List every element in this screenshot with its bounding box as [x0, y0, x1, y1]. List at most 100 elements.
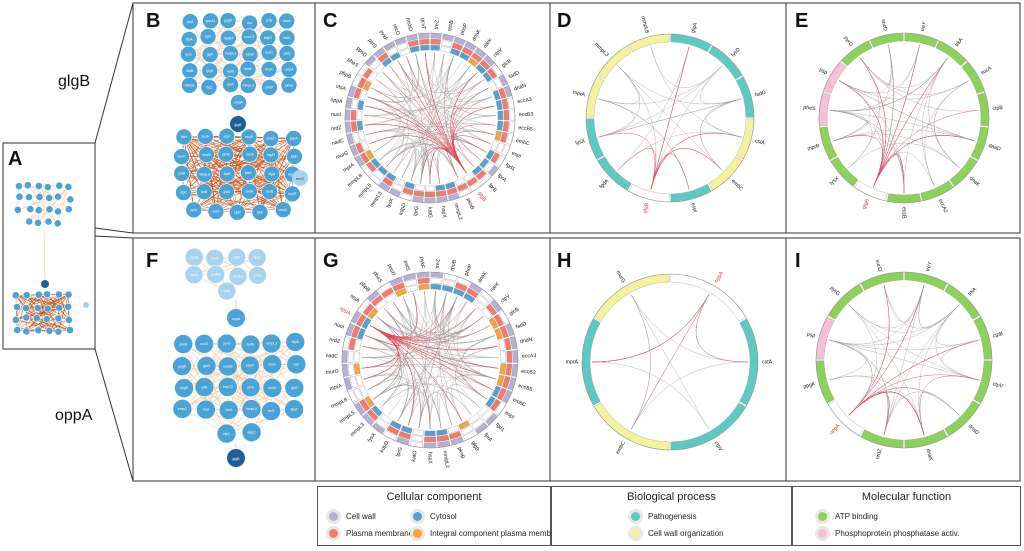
chord-label: nadC — [331, 138, 345, 147]
network-node — [64, 302, 73, 311]
network-node — [197, 128, 214, 145]
network-node — [25, 217, 34, 226]
chord-label: phoP — [464, 263, 474, 277]
network-node — [180, 45, 197, 63]
chord-link — [598, 65, 723, 105]
chord-link — [367, 292, 447, 390]
network-node-label: mmpS — [185, 83, 196, 87]
network-edge — [16, 294, 39, 331]
network-node-label: murG — [190, 273, 199, 277]
chord-segment — [402, 187, 414, 196]
chord-segment — [373, 169, 385, 181]
chord-segment — [502, 375, 511, 389]
chord-label: nrdZ — [331, 125, 342, 132]
network-isolated-node — [83, 302, 89, 308]
chord-label: recO — [391, 23, 401, 36]
chord-link — [362, 345, 442, 429]
network-node — [262, 378, 283, 398]
chord-label: pyrG — [842, 35, 853, 48]
connector-line — [94, 227, 134, 234]
chord-segment — [495, 142, 505, 154]
chord-link — [630, 294, 710, 430]
chord-link — [367, 378, 403, 408]
chord-segment — [466, 176, 478, 187]
chord-segment — [430, 44, 441, 51]
network-node — [229, 203, 246, 221]
network-node-label: mmpL5 — [225, 52, 236, 56]
chord-segment — [367, 307, 379, 320]
chord-segment — [377, 52, 389, 63]
chord-link — [457, 308, 497, 380]
network-node — [239, 77, 257, 94]
chord-label: glgB — [642, 202, 651, 214]
chord-segment — [389, 420, 402, 430]
network-node — [248, 265, 267, 285]
network-node — [274, 201, 292, 218]
network-node-label: eccA — [246, 152, 254, 156]
chord-label: fadD — [754, 90, 766, 99]
chord-segment — [385, 172, 397, 182]
chord-label: eccB3 — [521, 368, 536, 376]
chord-label: katG — [411, 450, 419, 462]
chord-link — [848, 304, 980, 381]
chord-segment — [341, 350, 348, 363]
network-node — [26, 205, 35, 213]
network-node — [261, 333, 282, 354]
network-node — [22, 291, 31, 300]
chord-segment — [362, 303, 375, 316]
network-edge — [27, 184, 59, 197]
chord-segment — [353, 387, 364, 401]
network-node — [25, 193, 33, 202]
chord-segment — [381, 287, 394, 299]
chord-segment — [398, 430, 412, 440]
chord-segment — [446, 187, 458, 196]
network-node — [240, 355, 260, 376]
chord-segment — [362, 80, 372, 91]
chord-segment — [399, 48, 410, 57]
network-edge — [15, 295, 71, 331]
network-node-label: ctpV — [233, 255, 241, 259]
network-edge — [227, 363, 297, 367]
chord-link — [695, 294, 749, 363]
chord-segment — [441, 39, 453, 48]
chord-link — [420, 56, 454, 184]
chord-link — [361, 316, 484, 369]
network-node-label: prrA — [247, 385, 254, 389]
network-node-label: Acr — [247, 21, 253, 25]
chord-label: cstA — [762, 359, 773, 365]
legend-item-pathogenesis: Pathogenesis — [628, 509, 696, 524]
chord-label: murG — [325, 368, 339, 376]
network-node-label: sodA — [245, 189, 253, 193]
panel-letter-h: H — [557, 250, 571, 272]
network-node — [173, 148, 190, 165]
chord-label: rpoB — [447, 19, 455, 32]
chord-segment — [424, 197, 436, 204]
network-node — [45, 194, 54, 202]
chord-link — [828, 339, 980, 381]
network-node — [240, 28, 258, 46]
network-node — [240, 377, 261, 398]
chord-segment — [357, 77, 367, 89]
chord-segment — [509, 109, 516, 121]
chord-label: glcB — [501, 58, 513, 69]
chord-segment — [381, 57, 393, 68]
chord-segment — [358, 130, 366, 142]
chord-segment — [492, 89, 501, 101]
network-node — [184, 265, 204, 284]
network-node-label: trxB — [201, 190, 208, 194]
chord-segment — [351, 325, 361, 339]
chord-segment — [371, 405, 383, 417]
network-node — [201, 62, 219, 80]
chord-label: dnaD — [988, 143, 1002, 153]
chord-label: katG — [427, 207, 433, 218]
chord-label: eccA3 — [522, 353, 537, 360]
network-node — [241, 422, 262, 443]
network-isolated-node — [292, 170, 308, 186]
network-node — [262, 130, 280, 147]
network-node-label: murE — [288, 192, 297, 196]
network-edge — [38, 294, 60, 308]
chord-link — [848, 374, 980, 416]
chord-link — [434, 52, 493, 103]
